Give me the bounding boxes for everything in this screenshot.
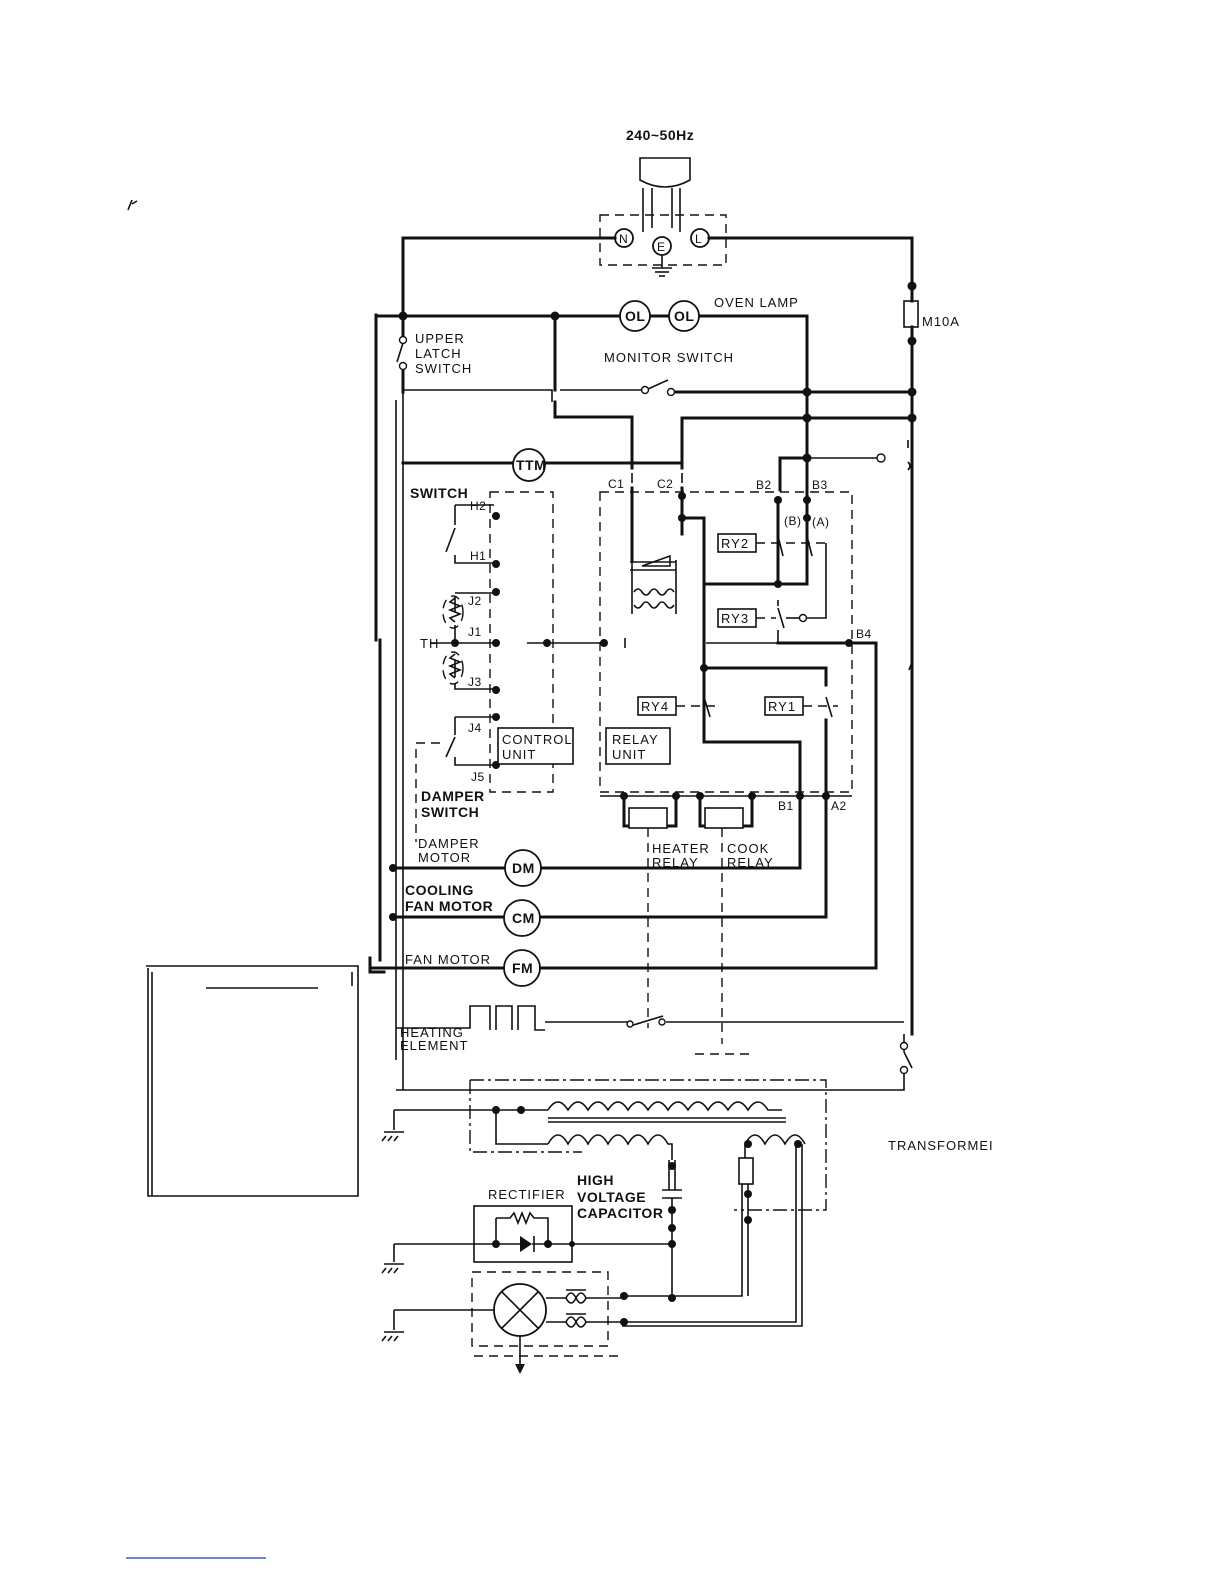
control-unit: SWITCH TH H2 H1 J2 J1 J3 J4 J5 CONTROL U: [410, 485, 626, 842]
cook-relay-label-1: COOK: [727, 841, 769, 856]
junction-dots: [398, 281, 917, 463]
contact-a-label: (A): [812, 515, 830, 529]
neutral-label: N: [619, 232, 628, 246]
damper-switch-label-2: SWITCH: [421, 804, 479, 820]
heating-element-label-2: ELEMENT: [400, 1038, 468, 1053]
control-unit-label-1: CONTROL: [502, 732, 573, 747]
oven-lamps: OL OL OVEN LAMP M10A: [619, 295, 960, 332]
heater-relay-label-2: RELAY: [652, 855, 699, 870]
motors: DAMPER MOTOR DM COOLING FAN MOTOR CM FAN…: [368, 794, 878, 987]
control-unit-label-2: UNIT: [502, 747, 536, 762]
external-relays: HEATER RELAY COOK RELAY: [622, 794, 774, 1055]
left-panel-box: [126, 199, 359, 1559]
contact-b-label: (B): [784, 514, 802, 528]
terminal-j3: J3: [468, 675, 482, 689]
fan-motor-symbol: FM: [512, 960, 533, 976]
terminal-b2: B2: [756, 478, 772, 492]
relay-unit-label-2: UNIT: [612, 747, 646, 762]
damper-switch-label-1: DAMPER: [421, 788, 485, 804]
relay-ry1-label: RY1: [768, 699, 796, 714]
power-plug: 240~50Hz N E L: [599, 127, 727, 277]
cooling-motor-label-1: COOLING: [405, 882, 474, 898]
terminal-a2: A2: [831, 799, 847, 813]
cooling-motor-label-2: FAN MOTOR: [405, 898, 493, 914]
oven-lamp-label: OVEN LAMP: [714, 295, 799, 310]
fuse-m10a: [903, 300, 919, 328]
relay-unit-label-1: RELAY: [612, 732, 659, 747]
terminal-j1: J1: [468, 625, 482, 639]
heating-element: HEATING ELEMENT: [396, 1005, 904, 1053]
upper-latch-label-1: UPPER: [415, 331, 465, 346]
terminal-j5: J5: [471, 770, 485, 784]
earth-terminal: [652, 236, 672, 256]
fan-motor: [503, 949, 541, 987]
timer-motor: TTM: [512, 448, 546, 482]
capacitor-label-3: CAPACITOR: [577, 1205, 663, 1221]
heater-relay-label-1: HEATER: [652, 841, 710, 856]
terminal-b4: B4: [856, 627, 872, 641]
oven-lamp-2: [668, 300, 700, 332]
terminal-b1: B1: [778, 799, 794, 813]
switch-label: SWITCH: [410, 485, 468, 501]
relay-ry3-label: RY3: [721, 611, 749, 626]
terminal-j2: J2: [468, 594, 482, 608]
door-switch: [396, 440, 913, 1091]
cooling-motor-symbol: CM: [512, 910, 535, 926]
transformer: TRANSFORMEI: [381, 1079, 994, 1327]
hv-fuse: [738, 1157, 754, 1185]
fuse-label: M10A: [922, 314, 960, 329]
monitor-switch: MONITOR SWITCH: [604, 350, 734, 397]
rectifier-label: RECTIFIER: [488, 1187, 566, 1202]
upper-latch-label-3: SWITCH: [415, 361, 472, 376]
high-voltage-circuit: HIGH VOLTAGE CAPACITOR RECTIFIER: [381, 1160, 682, 1302]
upper-latch-label-2: LATCH: [415, 346, 462, 361]
earth-label: E: [657, 240, 666, 254]
live-label: L: [695, 232, 702, 246]
capacitor-label-1: HIGH: [577, 1172, 614, 1188]
terminal-h2: H2: [470, 499, 486, 513]
damper-motor-label-2: MOTOR: [418, 850, 471, 865]
capacitor-label-2: VOLTAGE: [577, 1189, 646, 1205]
damper-motor-symbol: DM: [512, 860, 535, 876]
terminal-b3: B3: [812, 478, 828, 492]
damper-motor: [504, 849, 542, 887]
cook-relay-label-2: RELAY: [727, 855, 774, 870]
terminal-c1: C1: [608, 477, 624, 491]
cooling-fan-motor: [503, 899, 541, 937]
timer-motor-symbol: TTM: [516, 457, 546, 473]
relay-ry4-label: RY4: [641, 699, 669, 714]
heater-relay-coil: [628, 807, 668, 829]
cook-relay-coil: [704, 807, 744, 829]
oven-lamp-1: [619, 300, 651, 332]
oven-lamp-2-symbol: OL: [674, 308, 694, 324]
relay-ry2-label: RY2: [721, 536, 749, 551]
heating-element-label-1: HEATING: [400, 1025, 464, 1040]
terminal-j4: J4: [468, 721, 482, 735]
terminal-h1: H1: [470, 549, 486, 563]
terminal-c2: C2: [657, 477, 673, 491]
supply-rating-label: 240~50Hz: [626, 127, 694, 143]
monitor-switch-label: MONITOR SWITCH: [604, 350, 734, 365]
fan-motor-label: FAN MOTOR: [405, 952, 491, 967]
relay-unit: C1 C2 B2 B3 (B) (A) RY2 RY3 B4: [599, 473, 878, 970]
oven-lamp-1-symbol: OL: [625, 308, 645, 324]
rectifier-box: [473, 1205, 573, 1263]
magnetron: [381, 1271, 628, 1374]
thermistor-label: TH: [420, 636, 439, 651]
damper-motor-label-1: DAMPER: [418, 836, 480, 851]
upper-latch-switch: UPPER LATCH SWITCH: [396, 331, 472, 376]
main-wiring: [374, 236, 919, 1090]
transformer-label: TRANSFORMEI: [888, 1138, 994, 1153]
